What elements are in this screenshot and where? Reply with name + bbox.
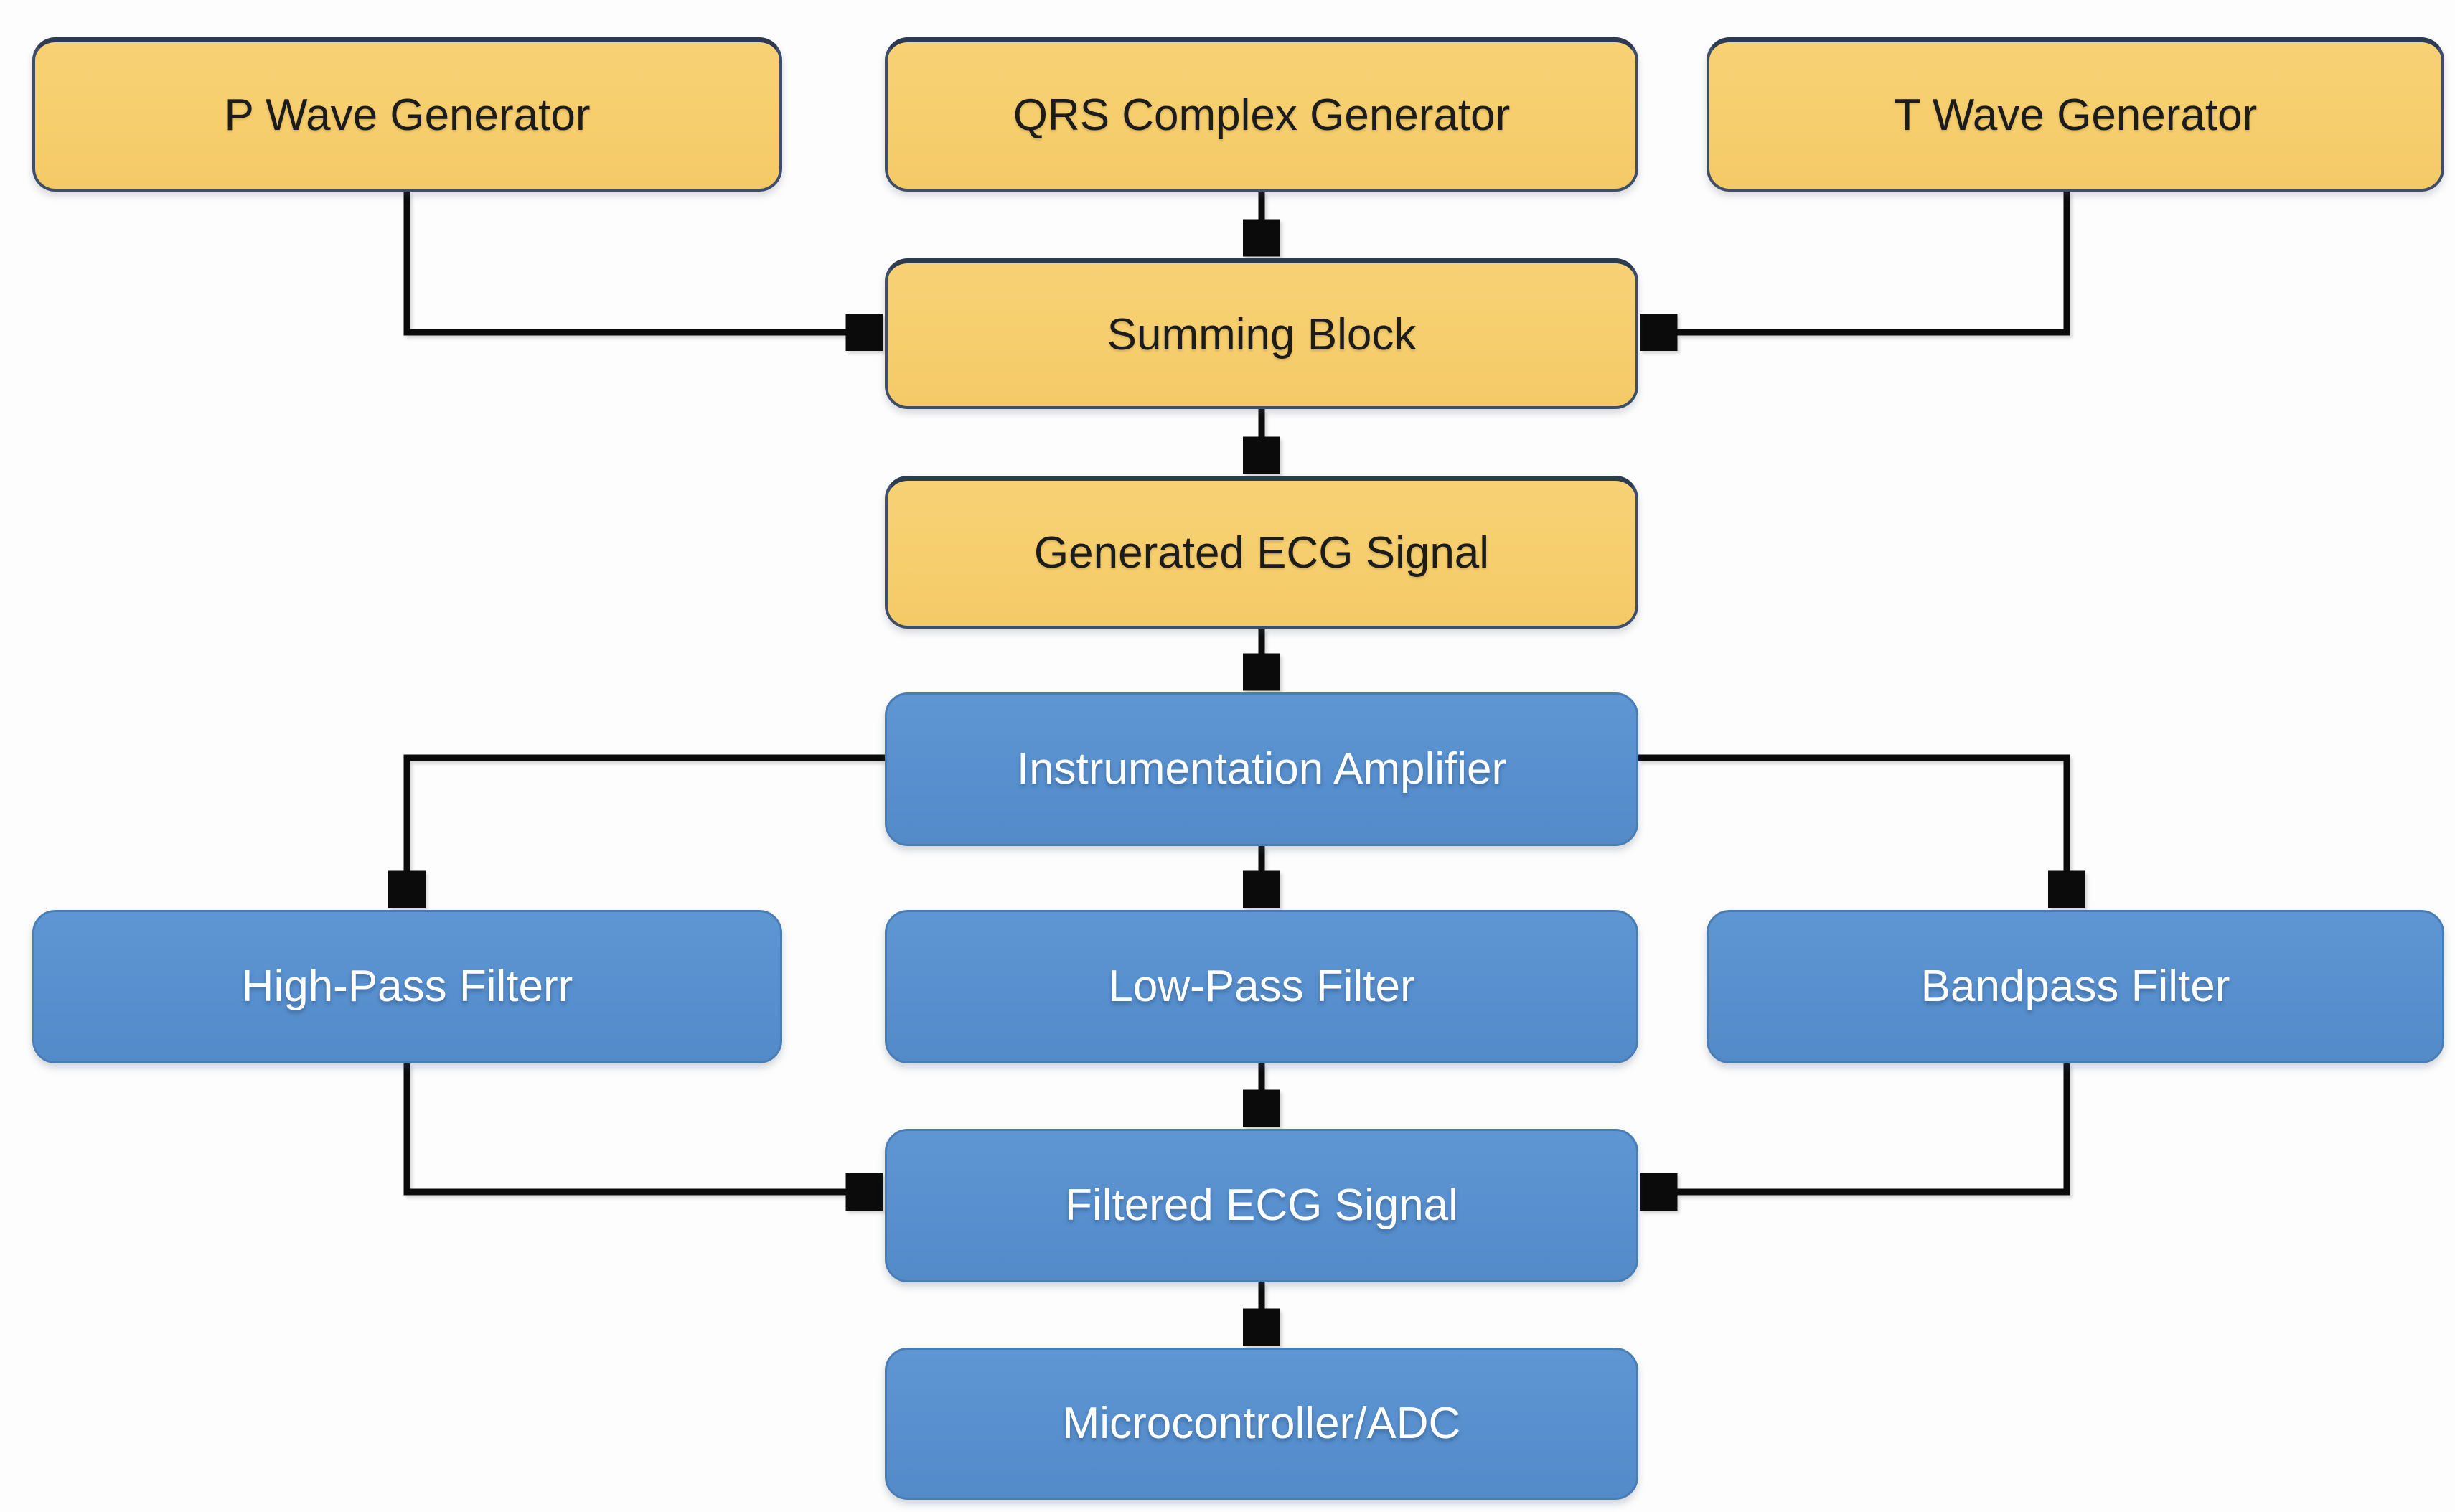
node-summing-block-label: Summing Block — [1107, 309, 1417, 360]
node-generated-ecg-signal-label: Generated ECG Signal — [1033, 528, 1490, 578]
node-qrs-complex-generator: QRS Complex Generator — [885, 37, 1638, 192]
node-qrs-complex-generator-label: QRS Complex Generator — [1013, 90, 1511, 141]
node-p-wave-generator-label: P Wave Generator — [224, 90, 591, 141]
node-high-pass-filter-label: High-Pass Filterr — [241, 962, 573, 1012]
node-bandpass-filter-label: Bandpass Filter — [1920, 962, 2230, 1012]
node-instrumentation-amplifier: Instrumentation Amplifier — [885, 692, 1638, 846]
node-filtered-ecg-signal-label: Filtered ECG Signal — [1065, 1180, 1458, 1231]
node-bandpass-filter: Bandpass Filter — [1707, 910, 2444, 1063]
node-low-pass-filter: Low-Pass Filter — [885, 910, 1638, 1063]
connector-high-pass-to-filtered — [403, 1063, 881, 1192]
node-t-wave-generator-label: T Wave Generator — [1893, 90, 2258, 141]
connector-amp-to-high-pass — [407, 754, 885, 906]
node-instrumentation-amplifier-label: Instrumentation Amplifier — [1016, 744, 1507, 794]
node-low-pass-filter-label: Low-Pass Filter — [1108, 962, 1415, 1012]
connector-bandpass-to-filtered — [1642, 1063, 2070, 1192]
connector-t-wave-to-summing — [1642, 192, 2070, 332]
node-generated-ecg-signal: Generated ECG Signal — [885, 476, 1638, 629]
connector-amp-to-bandpass — [1638, 754, 2067, 906]
node-high-pass-filter: High-Pass Filterr — [32, 910, 782, 1063]
node-p-wave-generator: P Wave Generator — [32, 37, 782, 192]
node-summing-block: Summing Block — [885, 258, 1638, 409]
node-microcontroller-adc-label: Microcontroller/ADC — [1062, 1399, 1461, 1449]
node-t-wave-generator: T Wave Generator — [1707, 37, 2444, 192]
connector-p-wave-to-summing — [403, 192, 881, 332]
node-microcontroller-adc: Microcontroller/ADC — [885, 1348, 1638, 1500]
node-filtered-ecg-signal: Filtered ECG Signal — [885, 1129, 1638, 1282]
